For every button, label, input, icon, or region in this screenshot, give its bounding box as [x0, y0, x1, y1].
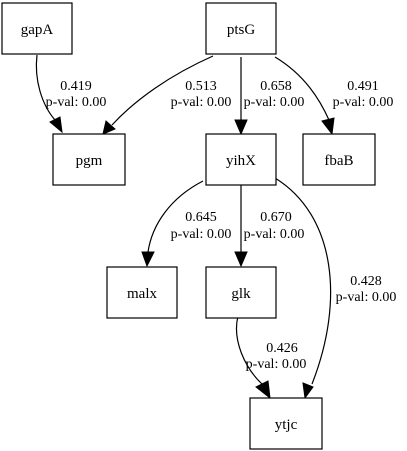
- arrowhead: [302, 382, 314, 400]
- arrowhead: [234, 119, 248, 136]
- node-gapA: gapA: [1, 2, 73, 55]
- edge-label-gapA-pgm: 0.419 p-val: 0.00: [46, 79, 107, 110]
- node-ptsG: ptsG: [205, 2, 277, 55]
- arrowhead: [141, 251, 155, 268]
- arrowhead: [102, 120, 116, 135]
- edge-pval: p-val: 0.00: [333, 95, 394, 110]
- edge-ptsG-fbaB: [274, 56, 335, 136]
- arrowhead: [234, 251, 248, 268]
- edge-label-yihX-malx: 0.645 p-val: 0.00: [171, 210, 232, 242]
- node-ytjc: ytjc: [249, 397, 323, 450]
- edge-label-glk-ytjc: 0.426 p-val: 0.00: [246, 341, 307, 372]
- edge-label-ptsG-fbaB: 0.491 p-val: 0.00: [333, 79, 394, 110]
- edge-label-ptsG-yihX: 0.658 p-val: 0.00: [244, 79, 305, 110]
- edge-weight: 0.513: [185, 79, 217, 94]
- arrowhead: [321, 117, 335, 136]
- edge-weight: 0.658: [260, 79, 292, 94]
- edge-label-yihX-ytjc: 0.428 p-val: 0.00: [336, 274, 397, 305]
- edge-gapA-pgm: [35, 54, 63, 134]
- edge-pval: p-val: 0.00: [46, 95, 107, 110]
- edge-pval: p-val: 0.00: [171, 227, 232, 242]
- node-label: fbaB: [324, 153, 353, 169]
- edge-ptsG-pgm: [102, 55, 214, 135]
- edge-pval: p-val: 0.00: [246, 357, 307, 372]
- edge-glk-ytjc: [236, 315, 271, 400]
- edge-weight: 0.428: [350, 274, 382, 289]
- node-fbaB: fbaB: [302, 133, 376, 186]
- node-label: malx: [127, 286, 157, 302]
- edge-yihX-ytjc: [274, 177, 332, 400]
- edge-weight: 0.426: [266, 341, 298, 356]
- arrowhead: [49, 116, 63, 134]
- node-label: pgm: [76, 153, 103, 169]
- edge-weight: 0.645: [185, 210, 217, 225]
- node-pgm: pgm: [52, 133, 126, 186]
- edge-weight: 0.491: [347, 79, 379, 94]
- node-yihX: yihX: [205, 133, 277, 186]
- edge-label-ptsG-pgm: 0.513 p-val: 0.00: [171, 79, 232, 110]
- edge-yihX-malx: [141, 180, 204, 268]
- node-glk: glk: [205, 266, 277, 319]
- edge-weight: 0.670: [260, 210, 292, 225]
- node-label: ptsG: [227, 22, 256, 38]
- edge-pval: p-val: 0.00: [244, 227, 305, 242]
- edge-yihX-glk: [234, 183, 248, 268]
- edge-pval: p-val: 0.00: [244, 95, 305, 110]
- node-label: ytjc: [275, 417, 298, 433]
- edge-weight: 0.419: [60, 79, 92, 94]
- edge-ptsG-yihX: [234, 57, 248, 136]
- node-label: gapA: [21, 22, 54, 38]
- node-label: yihX: [226, 153, 256, 169]
- node-label: glk: [231, 286, 251, 302]
- node-malx: malx: [106, 266, 178, 319]
- edge-label-yihX-glk: 0.670 p-val: 0.00: [244, 210, 305, 242]
- edge-pval: p-val: 0.00: [171, 95, 232, 110]
- arrowhead: [255, 380, 271, 400]
- edge-pval: p-val: 0.00: [336, 290, 397, 305]
